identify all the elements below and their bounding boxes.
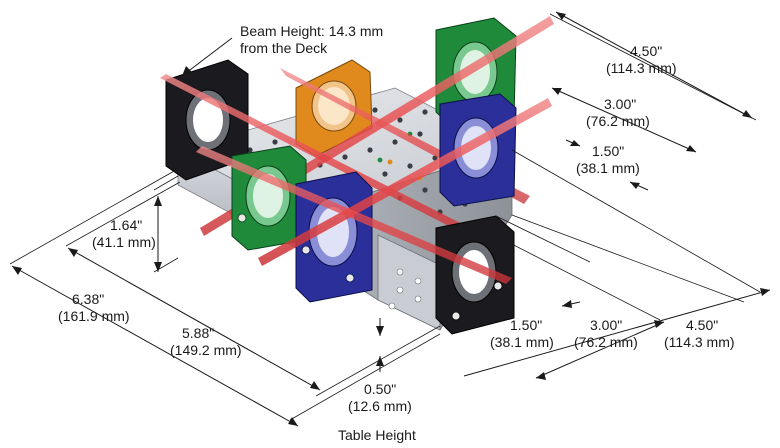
mount-blue-back [439, 93, 517, 207]
bottom-300-imperial: 3.00" [590, 317, 622, 333]
left-638-imperial: 6.38" [72, 291, 104, 307]
mount-black-front [435, 215, 515, 335]
dimension-labels: Beam Height: 14.3 mm from the Deck 4.50"… [58, 23, 735, 443]
right-top-450-metric: (114.3 mm) [606, 60, 677, 76]
beam-height-line2: from the Deck [240, 40, 328, 56]
beam-diagonal-front [258, 98, 552, 266]
right-top-300-metric: (76.2 mm) [586, 113, 650, 129]
table-height-metric: (12.6 mm) [348, 398, 412, 414]
right-top-450-imperial: 4.50" [630, 43, 662, 59]
left-164-imperial: 1.64" [110, 217, 142, 233]
left-164-metric: (41.1 mm) [92, 234, 156, 250]
table-height-label: Table Height [338, 427, 416, 443]
right-top-300-imperial: 3.00" [604, 96, 636, 112]
dimension-lines [9, 11, 771, 427]
bottom-150-metric: (38.1 mm) [490, 334, 554, 350]
bottom-450-metric: (114.3 mm) [664, 334, 735, 350]
mount-green-front [231, 145, 307, 251]
beam-horizontal-front [196, 146, 512, 284]
bottom-300-metric: (76.2 mm) [574, 334, 638, 350]
right-top-150-imperial: 1.50" [592, 143, 624, 159]
table-height-imperial: 0.50" [364, 381, 396, 397]
left-638-metric: (161.9 mm) [58, 308, 130, 324]
bottom-450-imperial: 4.50" [686, 317, 718, 333]
bottom-150-imperial: 1.50" [510, 317, 542, 333]
right-top-150-metric: (38.1 mm) [576, 160, 640, 176]
left-588-imperial: 5.88" [182, 325, 214, 341]
left-588-metric: (149.2 mm) [170, 342, 242, 358]
beam-height-line1: Beam Height: 14.3 mm [240, 23, 383, 39]
